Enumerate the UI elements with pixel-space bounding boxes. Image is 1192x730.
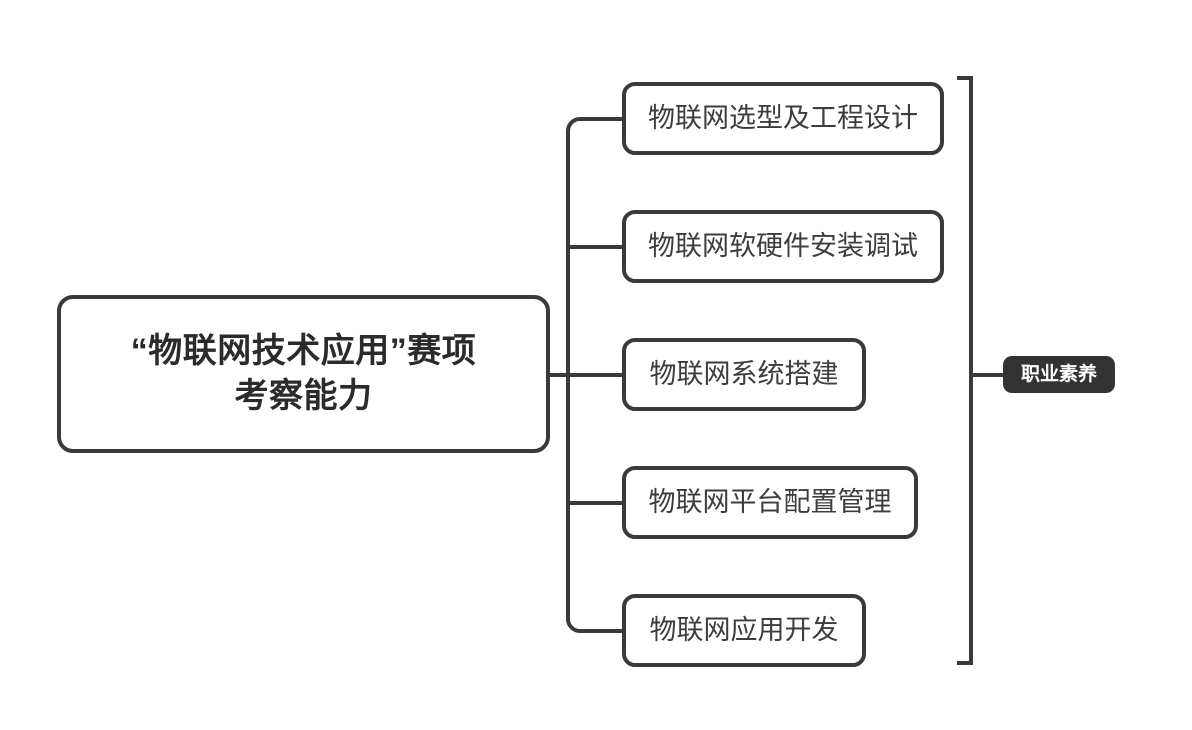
branch-node-4-label: 物联网平台配置管理 xyxy=(648,487,892,518)
branch-node-2[interactable]: 物联网软硬件安装调试 xyxy=(622,210,944,283)
branch-node-1[interactable]: 物联网选型及工程设计 xyxy=(622,82,944,155)
root-node[interactable]: “物联网技术应用”赛项 考察能力 xyxy=(57,295,550,453)
connector-trunk xyxy=(566,117,622,633)
root-node-label-line1: “物联网技术应用”赛项 xyxy=(130,332,477,371)
branch-node-5-label: 物联网应用开发 xyxy=(649,615,839,646)
branch-node-3-label: 物联网系统搭建 xyxy=(649,359,839,390)
branch-node-4[interactable]: 物联网平台配置管理 xyxy=(622,466,918,539)
branch-node-3[interactable]: 物联网系统搭建 xyxy=(622,338,866,411)
branch-node-2-label: 物联网软硬件安装调试 xyxy=(648,231,918,262)
root-node-label-line2: 考察能力 xyxy=(234,377,373,415)
branch-node-1-label: 物联网选型及工程设计 xyxy=(648,103,918,134)
group-badge[interactable]: 职业素养 xyxy=(1003,356,1115,393)
group-badge-label: 职业素养 xyxy=(1020,364,1097,385)
right-bracket-icon xyxy=(957,76,973,665)
root-node-label: “物联网技术应用”赛项 考察能力 xyxy=(113,329,495,419)
branch-node-5[interactable]: 物联网应用开发 xyxy=(622,594,866,667)
